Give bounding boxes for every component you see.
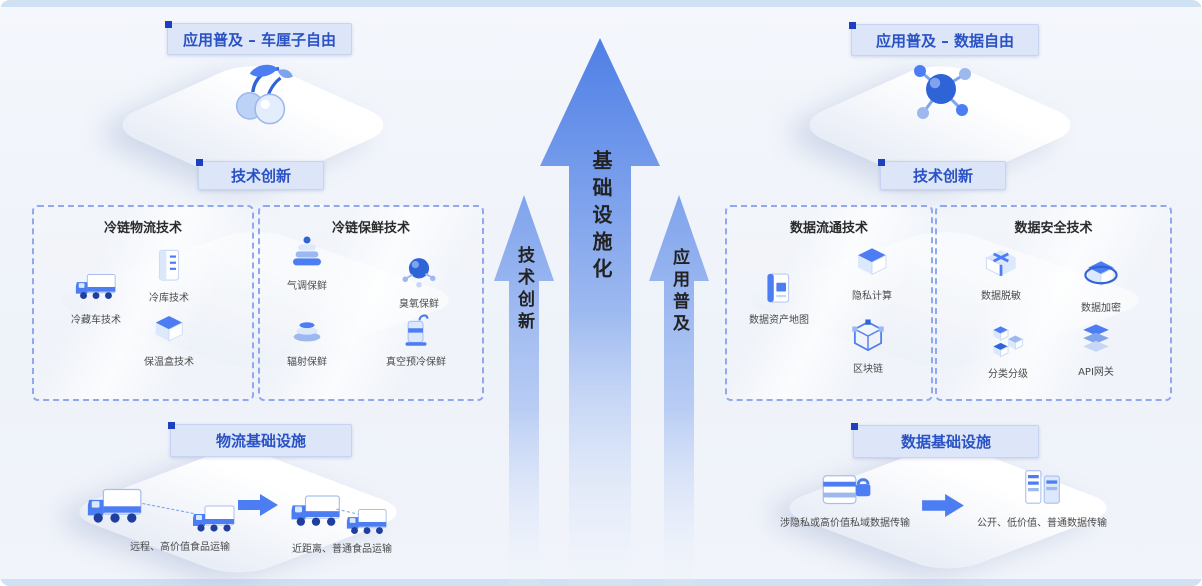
right-infra-label-text: 数据基础设施 bbox=[900, 433, 991, 451]
modified-atmosphere-icon bbox=[286, 233, 328, 275]
item-label: API网关 bbox=[1078, 367, 1114, 378]
item-label: 数据脱敏 bbox=[981, 291, 1021, 302]
item-label: 辐射保鲜 bbox=[287, 357, 327, 368]
data-circulation-box: 数据流通技术 数据资产地图 隐私计算 区块链 bbox=[725, 205, 933, 401]
vacuum-precooling-icon bbox=[395, 309, 437, 351]
item-label: 数据资产地图 bbox=[749, 315, 809, 326]
tech-item: 保温盒技术 bbox=[144, 311, 194, 368]
left-tech-label: 技术创新 bbox=[196, 159, 324, 190]
item-label: 冷库技术 bbox=[149, 293, 189, 304]
corner-marker bbox=[168, 422, 175, 429]
short-haul-truck-icon bbox=[288, 482, 344, 538]
left-top-label: 应用普及 – 车厘子自由 bbox=[165, 21, 352, 55]
flow-arrow-icon bbox=[922, 494, 964, 517]
right-tech-label-text: 技术创新 bbox=[912, 167, 973, 185]
cold-chain-logistics-box: 冷链物流技术 冷藏车技术 冷库技术 保温盒技术 bbox=[32, 205, 254, 401]
short-haul-truck-small-icon bbox=[344, 498, 390, 544]
corner-marker bbox=[165, 21, 172, 28]
radiation-preservation-icon bbox=[287, 311, 327, 351]
item-label: 隐私计算 bbox=[852, 291, 892, 302]
tech-innovation-arrow bbox=[494, 195, 554, 586]
data-security-box: 数据安全技术 数据脱敏 数据加密 分类分级 API网关 bbox=[935, 205, 1172, 401]
item-label: 冷藏车技术 bbox=[71, 315, 121, 326]
right-flow-from-caption: 涉隐私或高价值私域数据传输 bbox=[780, 518, 910, 529]
tech-item: 数据加密 bbox=[1079, 253, 1123, 314]
right-top-label-text: 应用普及 – 数据自由 bbox=[876, 31, 1014, 50]
left-tech-label-text: 技术创新 bbox=[230, 167, 291, 185]
right-flow-to-caption: 公开、低价值、普通数据传输 bbox=[977, 518, 1107, 529]
application-arrow-label: 应用普及 bbox=[669, 248, 689, 336]
corner-marker bbox=[878, 159, 885, 166]
blockchain-icon bbox=[847, 316, 889, 358]
right-infra-label: 数据基础设施 bbox=[851, 423, 1039, 458]
left-flow-from-caption: 远程、高价值食品运输 bbox=[130, 542, 230, 553]
classification-grading-icon bbox=[986, 319, 1030, 363]
tech-item: 数据资产地图 bbox=[749, 267, 809, 326]
box-title: 数据流通技术 bbox=[789, 221, 868, 236]
right-tech-label: 技术创新 bbox=[878, 159, 1006, 190]
item-label: 分类分级 bbox=[988, 369, 1028, 380]
left-flow-to-caption: 近距离、普通食品运输 bbox=[292, 544, 392, 555]
molecule-icon bbox=[905, 56, 977, 128]
tech-item: 数据脱敏 bbox=[979, 241, 1023, 302]
tech-item: 冷藏车技术 bbox=[71, 263, 121, 326]
infrastructure-arrow-label: 基础设施化 bbox=[589, 150, 613, 285]
box-title: 数据安全技术 bbox=[1014, 221, 1093, 236]
refrigerated-truck-icon bbox=[73, 263, 119, 309]
item-label: 保温盒技术 bbox=[144, 357, 194, 368]
application-arrow bbox=[649, 195, 709, 586]
long-haul-truck-icon bbox=[84, 474, 146, 536]
corner-marker bbox=[196, 159, 203, 166]
tech-item: 冷库技术 bbox=[148, 245, 190, 304]
left-infra-label-text: 物流基础设施 bbox=[215, 432, 306, 450]
flow-arrow-icon bbox=[238, 494, 278, 516]
api-gateway-icon bbox=[1074, 317, 1118, 361]
data-masking-icon bbox=[979, 241, 1023, 285]
tech-item: 辐射保鲜 bbox=[287, 311, 327, 368]
tech-item: 真空预冷保鲜 bbox=[386, 309, 446, 368]
tech-item: 分类分级 bbox=[986, 319, 1030, 380]
item-label: 区块链 bbox=[853, 364, 883, 375]
box-title: 冷链保鲜技术 bbox=[331, 221, 410, 236]
ozone-icon bbox=[397, 249, 441, 293]
data-asset-map-icon bbox=[758, 267, 800, 309]
top-band bbox=[0, 0, 1202, 7]
tech-item: 隐私计算 bbox=[851, 243, 893, 302]
item-label: 气调保鲜 bbox=[287, 281, 327, 292]
cold-warehouse-icon bbox=[148, 245, 190, 287]
item-label: 真空预冷保鲜 bbox=[386, 357, 446, 368]
cherry-icon bbox=[222, 55, 296, 129]
private-data-storage-icon bbox=[816, 460, 874, 518]
tech-item: 气调保鲜 bbox=[286, 233, 328, 292]
tech-item: API网关 bbox=[1074, 317, 1118, 378]
tech-item: 区块链 bbox=[847, 316, 889, 375]
cold-chain-preservation-box: 冷链保鲜技术 气调保鲜 臭氧保鲜 辐射保鲜 真空预冷保鲜 bbox=[258, 205, 484, 401]
item-label: 臭氧保鲜 bbox=[399, 299, 439, 310]
item-label: 数据加密 bbox=[1081, 303, 1121, 314]
privacy-computing-icon bbox=[851, 243, 893, 285]
public-data-server-icon bbox=[1016, 462, 1068, 514]
data-encryption-icon bbox=[1079, 253, 1123, 297]
insulated-box-icon bbox=[149, 311, 189, 351]
box-title: 冷链物流技术 bbox=[103, 221, 182, 236]
long-haul-truck-small-icon bbox=[190, 494, 238, 542]
tech-item: 臭氧保鲜 bbox=[397, 249, 441, 310]
corner-marker bbox=[849, 22, 856, 29]
infrastructure-arrow bbox=[540, 38, 660, 586]
corner-marker bbox=[851, 423, 858, 430]
right-top-label: 应用普及 – 数据自由 bbox=[849, 22, 1039, 56]
left-infra-label: 物流基础设施 bbox=[168, 422, 352, 457]
tech-innovation-arrow-label: 技术创新 bbox=[514, 246, 534, 334]
left-top-label-text: 应用普及 – 车厘子自由 bbox=[183, 30, 336, 49]
